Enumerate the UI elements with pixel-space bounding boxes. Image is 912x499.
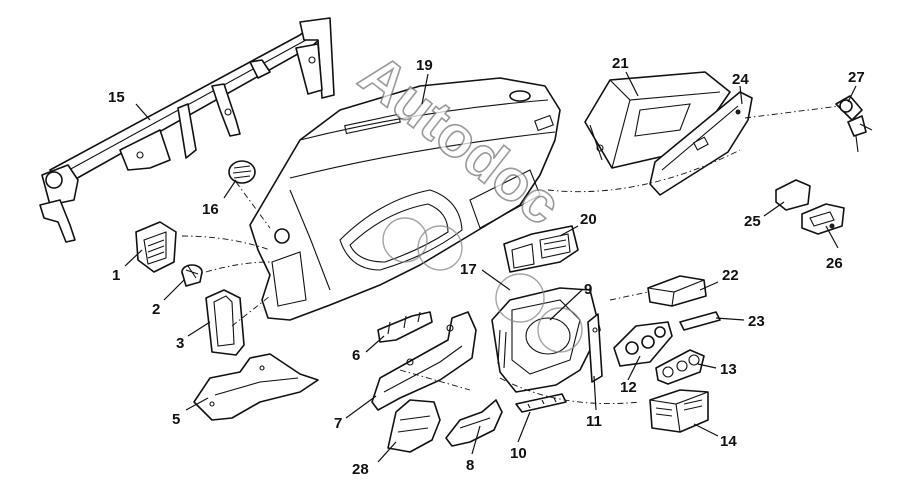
part-24-glove-box-door bbox=[649, 91, 753, 196]
part-1-side-vent bbox=[135, 221, 177, 273]
part-13-control-bezel bbox=[655, 349, 705, 385]
part-20-center-vents bbox=[503, 225, 579, 273]
callout-20: 20 bbox=[580, 211, 597, 228]
part-3-end-cap bbox=[205, 289, 245, 356]
callout-21: 21 bbox=[612, 55, 629, 72]
callout-28: 28 bbox=[352, 461, 369, 478]
callout-labels: 1 2 3 5 6 7 8 9 10 11 12 13 14 15 16 17 … bbox=[108, 55, 865, 478]
part-23-trim-strip bbox=[679, 311, 721, 331]
callout-14: 14 bbox=[720, 433, 737, 450]
part-10-switch-strip bbox=[515, 393, 567, 413]
part-14-storage-box bbox=[649, 389, 709, 433]
callout-8: 8 bbox=[466, 457, 474, 474]
callout-5: 5 bbox=[172, 411, 180, 428]
part-19-instrument-panel bbox=[249, 77, 561, 321]
callout-22: 22 bbox=[722, 267, 739, 284]
callout-16: 16 bbox=[202, 201, 219, 218]
part-6-bracket bbox=[377, 311, 433, 343]
part-15-cross-car-beam bbox=[39, 17, 335, 243]
part-12-heater-control bbox=[613, 321, 673, 367]
part-26-switch-module bbox=[801, 203, 845, 235]
part-25-cover bbox=[775, 179, 811, 211]
part-7-lower-panel bbox=[371, 311, 477, 411]
part-8-knee-panel bbox=[445, 399, 503, 447]
callout-13: 13 bbox=[720, 361, 737, 378]
callout-17: 17 bbox=[460, 261, 477, 278]
callout-24: 24 bbox=[732, 71, 749, 88]
callout-10: 10 bbox=[510, 445, 527, 462]
callout-27: 27 bbox=[848, 69, 865, 86]
callout-7: 7 bbox=[334, 415, 342, 432]
assembly-lines bbox=[181, 105, 841, 405]
callout-19: 19 bbox=[416, 57, 433, 74]
leader-lines bbox=[124, 71, 857, 463]
callout-2: 2 bbox=[152, 301, 160, 318]
callout-25: 25 bbox=[744, 213, 761, 230]
callout-1: 1 bbox=[112, 267, 120, 284]
part-9-center-console bbox=[491, 287, 601, 393]
callout-3: 3 bbox=[176, 335, 184, 352]
callout-12: 12 bbox=[620, 379, 637, 396]
part-11-side-trim bbox=[587, 313, 603, 383]
callout-11: 11 bbox=[586, 413, 602, 430]
callout-15: 15 bbox=[108, 89, 125, 106]
callout-23: 23 bbox=[748, 313, 765, 330]
part-2-vent-barrel bbox=[181, 264, 203, 287]
part-16-round-vent bbox=[228, 160, 256, 184]
part-28-knee-panel bbox=[387, 399, 441, 453]
part-22-radio-housing bbox=[647, 275, 707, 307]
callout-26: 26 bbox=[826, 255, 843, 272]
part-27-lock-cylinder bbox=[835, 95, 873, 153]
part-5-lower-trim-left bbox=[193, 353, 319, 421]
callout-9: 9 bbox=[584, 281, 592, 298]
callout-6: 6 bbox=[352, 347, 360, 364]
